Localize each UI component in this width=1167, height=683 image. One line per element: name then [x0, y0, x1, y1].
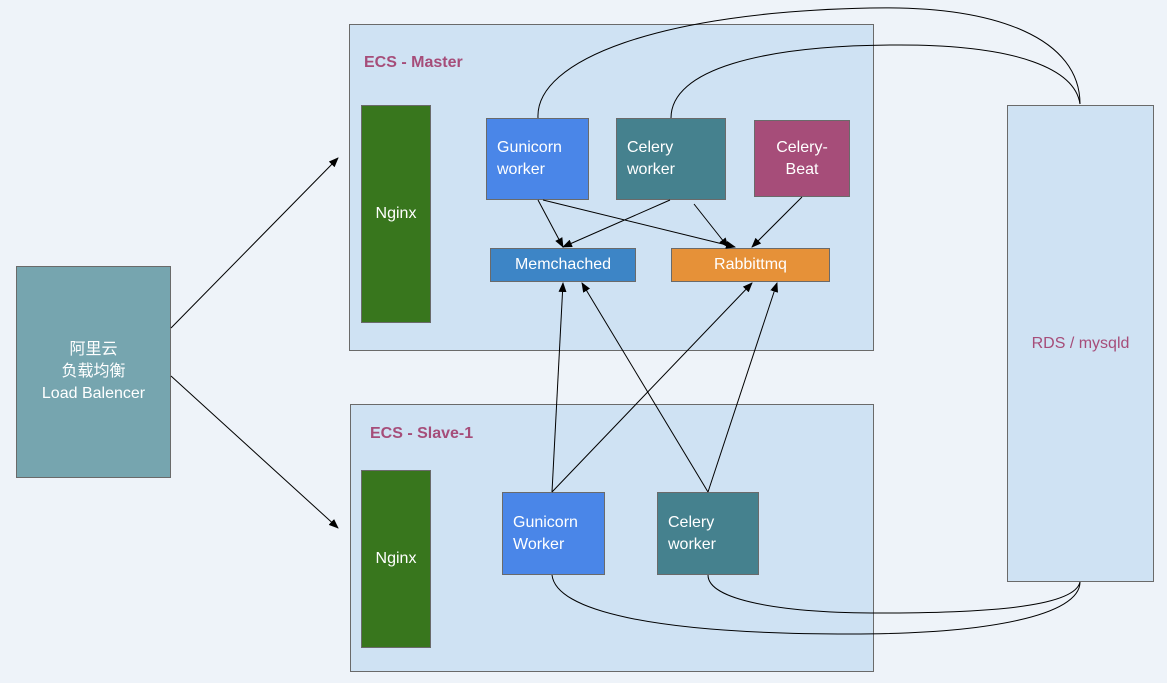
celery-beat-label: Celery- Beat	[776, 138, 828, 178]
slave-celery-label: Celery worker	[668, 513, 717, 553]
load-balancer-node: 阿里云 负载均衡 Load Balencer	[16, 266, 171, 478]
load-balancer-label: 阿里云 负载均衡 Load Balencer	[41, 341, 146, 402]
rabbitmq-node: Rabbittmq	[671, 248, 830, 282]
lb-to-slave-arrow	[170, 375, 339, 529]
master-celery-label: Celery worker	[627, 139, 676, 178]
master-celery-node: Celery worker	[616, 118, 726, 200]
slave-gunicorn-node: Gunicorn Worker	[502, 492, 605, 575]
master-nginx-label: Nginx	[375, 205, 417, 222]
slave-celery-node: Celery worker	[657, 492, 759, 575]
memcached-label: Memchached	[514, 256, 612, 273]
master-gunicorn-label: Gunicorn worker	[497, 139, 562, 178]
rds-label: RDS / mysqld	[1031, 334, 1130, 352]
master-nginx-node: Nginx	[361, 105, 431, 323]
slave-nginx-label: Nginx	[375, 550, 417, 567]
lb-to-master-arrow	[170, 157, 339, 329]
ecs-master-title: ECS - Master	[364, 54, 463, 71]
celery-beat-node: Celery- Beat	[754, 120, 850, 197]
ecs-slave-title: ECS - Slave-1	[370, 425, 474, 442]
master-gunicorn-node: Gunicorn worker	[486, 118, 589, 200]
slave-nginx-node: Nginx	[361, 470, 431, 648]
slave-gunicorn-label: Gunicorn Worker	[513, 513, 578, 553]
memcached-node: Memchached	[490, 248, 636, 282]
rds-node: RDS / mysqld	[1007, 105, 1154, 582]
rabbitmq-label: Rabbittmq	[714, 256, 787, 273]
